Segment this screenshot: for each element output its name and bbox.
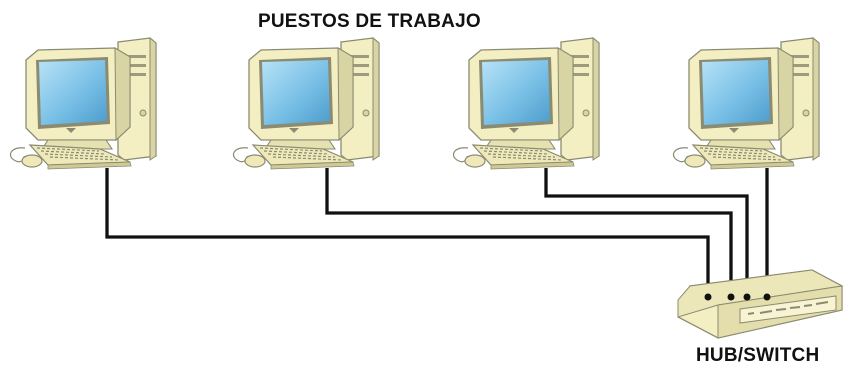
hub-port-2 [727, 293, 735, 301]
workstation-2 [232, 37, 380, 170]
hub-switch-device [677, 269, 844, 339]
hub-port-3 [743, 293, 751, 301]
cable-3 [544, 168, 749, 296]
hub-port-4 [763, 293, 771, 301]
diagram-title: PUESTOS DE TRABAJO [258, 11, 481, 32]
hub-port-1 [704, 293, 712, 301]
cable-1 [105, 168, 710, 296]
workstation-4 [672, 37, 820, 170]
hub-switch-label: HUB/SWITCH [696, 345, 820, 366]
workstation-1 [9, 37, 157, 170]
workstation-3 [452, 37, 600, 170]
cable-2 [325, 168, 733, 296]
